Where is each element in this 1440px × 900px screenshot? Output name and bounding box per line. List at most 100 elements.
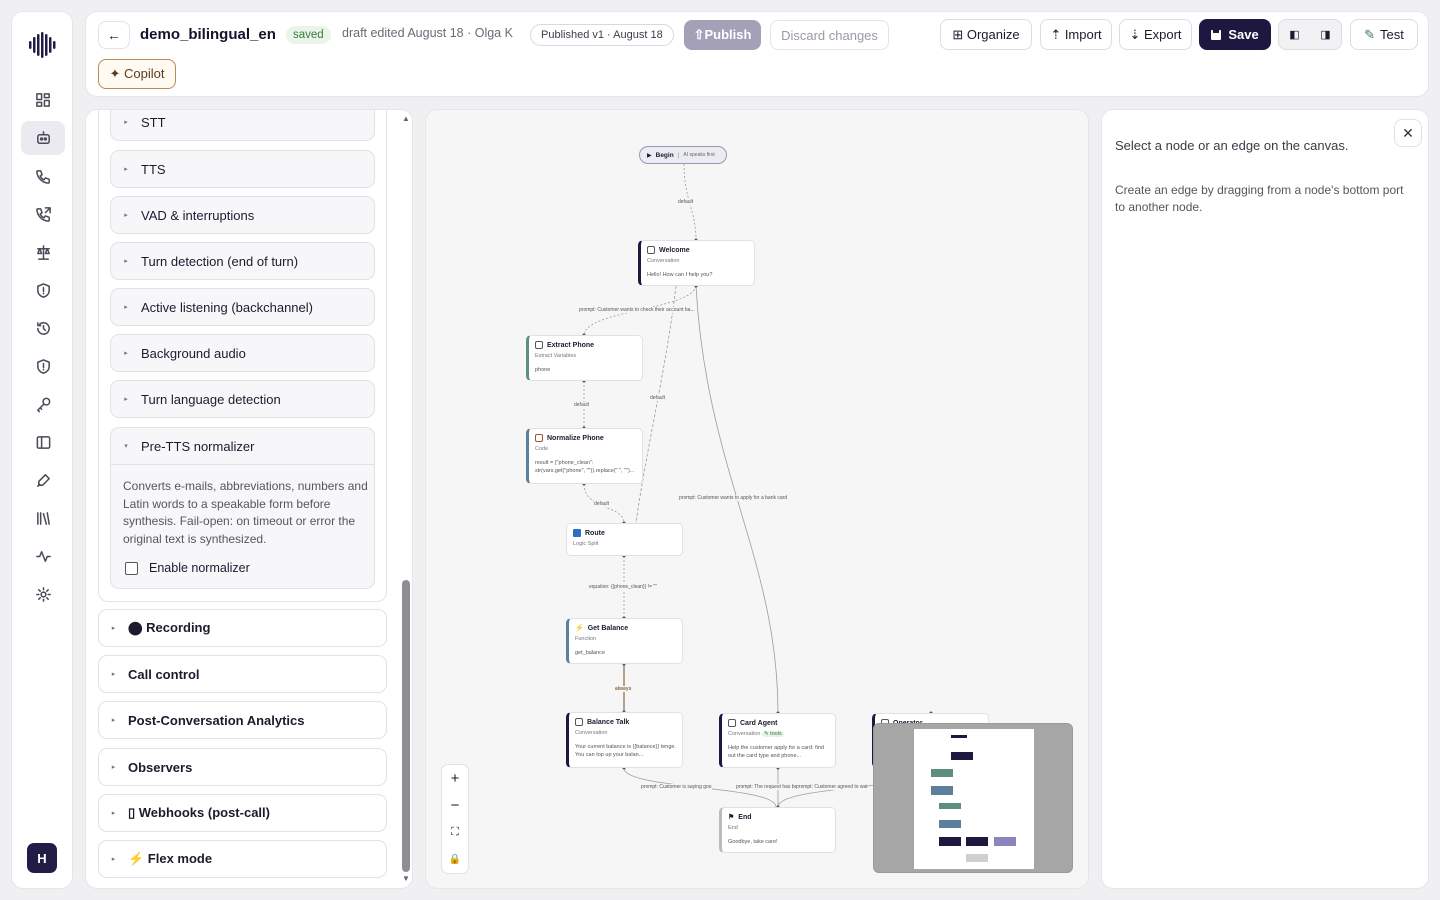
library-icon[interactable] [21,501,65,535]
edge-label[interactable]: default [594,501,610,507]
section-recording[interactable]: ▸⬤ Recording [98,609,387,647]
minimap-node [966,854,988,862]
node-body: Your current balance is {{balance}} teng… [575,744,677,758]
shield-icon[interactable] [21,349,65,383]
scroll-up-icon[interactable]: ▲ [402,114,410,123]
checkbox-label: Enable normalizer [149,561,250,575]
organize-button[interactable]: ⊞ Organize [940,19,1032,50]
section-active-listening[interactable]: ▸Active listening (backchannel) [110,288,375,326]
edge-label[interactable]: prompt: Customer wants to apply for a ba… [679,495,788,501]
node-extract-phone[interactable]: Extract Phone Extract Variables phone [526,335,643,381]
node-card-agent[interactable]: Card Agent Conversation ✎ tools Help the… [719,713,836,768]
scale-icon[interactable] [21,235,65,269]
right-panel-toggle-icon[interactable]: ◨ [1320,29,1331,41]
section-flex-mode[interactable]: ▸ ⚡ Flex mode [98,840,387,878]
layout-toggle[interactable]: ◧ ◨ [1278,19,1342,50]
section-turn-language[interactable]: ▸Turn language detection [110,380,375,418]
back-button[interactable]: ← [98,21,130,49]
chat-icon [728,719,736,727]
section-post-conversation-analytics[interactable]: ▸Post-Conversation Analytics [98,701,387,739]
section-label: STT [141,114,166,130]
enable-normalizer-checkbox[interactable]: Enable normalizer [125,561,250,575]
flow-canvas[interactable]: ▶ Begin | AI speaks first Welcome Conver… [425,109,1089,889]
node-end[interactable]: ⚑End End Goodbye, take care! [719,807,836,853]
node-welcome[interactable]: Welcome Conversation Hello! How can I he… [638,240,755,286]
section-turn-detection[interactable]: ▸Turn detection (end of turn) [110,242,375,280]
split-icon [573,529,581,537]
node-header: Balance Talk [575,718,629,726]
edge-label[interactable]: prompt: Customer wants to check their ac… [579,307,695,313]
node-type: Function [575,636,597,642]
shield-alert-icon[interactable] [21,273,65,307]
node-balance-talk[interactable]: Balance Talk Conversation Your current b… [566,712,683,768]
activity-icon[interactable] [21,539,65,573]
test-button[interactable]: ✎Test [1350,19,1418,50]
settings-panel: ▸STT ▸TTS ▸VAD & interruptions ▸Turn det… [85,109,413,889]
history-icon[interactable] [21,311,65,345]
code-icon [535,434,543,442]
extract-icon [535,341,543,349]
section-stt[interactable]: ▸STT [110,110,375,141]
pre-tts-header[interactable]: ▾Pre-TTS normalizer [111,428,374,465]
edge-label[interactable]: default [574,402,590,408]
minimap-node [966,837,988,846]
minimap[interactable] [873,723,1073,873]
agents-icon[interactable] [21,121,65,155]
discard-changes-button[interactable]: Discard changes [770,20,889,50]
left-panel-toggle-icon[interactable]: ◧ [1289,29,1300,41]
export-button[interactable]: ⇣ Export [1119,19,1192,50]
panel-icon[interactable] [21,425,65,459]
chevron-right-icon: ▸ [111,717,116,724]
user-avatar[interactable]: H [27,843,57,873]
node-route[interactable]: Route Logic Split [566,523,683,556]
divider: | [677,151,680,159]
dashboard-icon[interactable] [21,83,65,117]
edge-label[interactable]: prompt: The request has been su [736,784,810,790]
section-tts[interactable]: ▸TTS [110,150,375,188]
section-label: Call control [128,666,200,682]
node-body: result = {"phone_clean": str(vars.get("p… [535,460,635,474]
edge-label[interactable]: default [678,199,694,205]
copilot-button[interactable]: ✦ Copilot [98,59,176,89]
begin-node[interactable]: ▶ Begin | AI speaks first [639,146,727,164]
section-background-audio[interactable]: ▸Background audio [110,334,375,372]
import-button[interactable]: ⇡ Import [1040,19,1112,50]
chat-icon [575,718,583,726]
section-webhooks[interactable]: ▸▯ Webhooks (post-call) [98,794,387,832]
scrollbar-thumb[interactable] [402,580,410,872]
node-header: Route [573,529,605,537]
phone-icon[interactable] [21,159,65,193]
begin-sub: AI speaks first [683,152,715,158]
node-get-balance[interactable]: ⚡Get Balance Function get_balance [566,618,683,664]
edge-label[interactable]: prompt: Customer agreed to wai [796,784,868,790]
published-version-pill: Published v1 · August 18 [530,24,674,46]
settings-icon[interactable] [21,577,65,611]
node-body: phone [535,367,551,373]
publish-button[interactable]: ⇧Publish [684,20,761,50]
scroll-down-icon[interactable]: ▼ [402,874,410,883]
save-button[interactable]: Save [1199,19,1271,50]
lock-icon[interactable]: 🔒 [448,854,462,865]
outbound-call-icon[interactable] [21,197,65,231]
edge-label[interactable]: equation: {{phone_clean}} != "" [589,584,657,590]
section-observers[interactable]: ▸Observers [98,748,387,786]
zoom-out-icon[interactable]: − [450,797,460,814]
node-normalize-phone[interactable]: Normalize Phone Code result = {"phone_cl… [526,428,643,484]
section-label: Background audio [141,345,246,361]
chevron-right-icon: ▸ [111,856,116,863]
section-call-control[interactable]: ▸Call control [98,655,387,693]
edge-label[interactable]: prompt: Customer is saying goo [641,784,712,790]
tools-icon[interactable] [21,463,65,497]
scrollbar[interactable]: ▲ ▼ [399,110,412,888]
edge-label[interactable]: always [615,686,632,692]
section-label: Turn language detection [141,391,281,407]
zoom-in-icon[interactable]: + [450,770,460,787]
section-vad[interactable]: ▸VAD & interruptions [110,196,375,234]
save-label: Save [1228,27,1259,42]
edge-label[interactable]: default [650,395,666,401]
section-label: ⚡ Flex mode [128,851,213,866]
fit-view-icon[interactable]: ⛶ [451,826,459,838]
key-icon[interactable] [21,387,65,421]
close-icon[interactable]: ✕ [1394,119,1422,147]
checkbox-box[interactable] [125,561,138,575]
